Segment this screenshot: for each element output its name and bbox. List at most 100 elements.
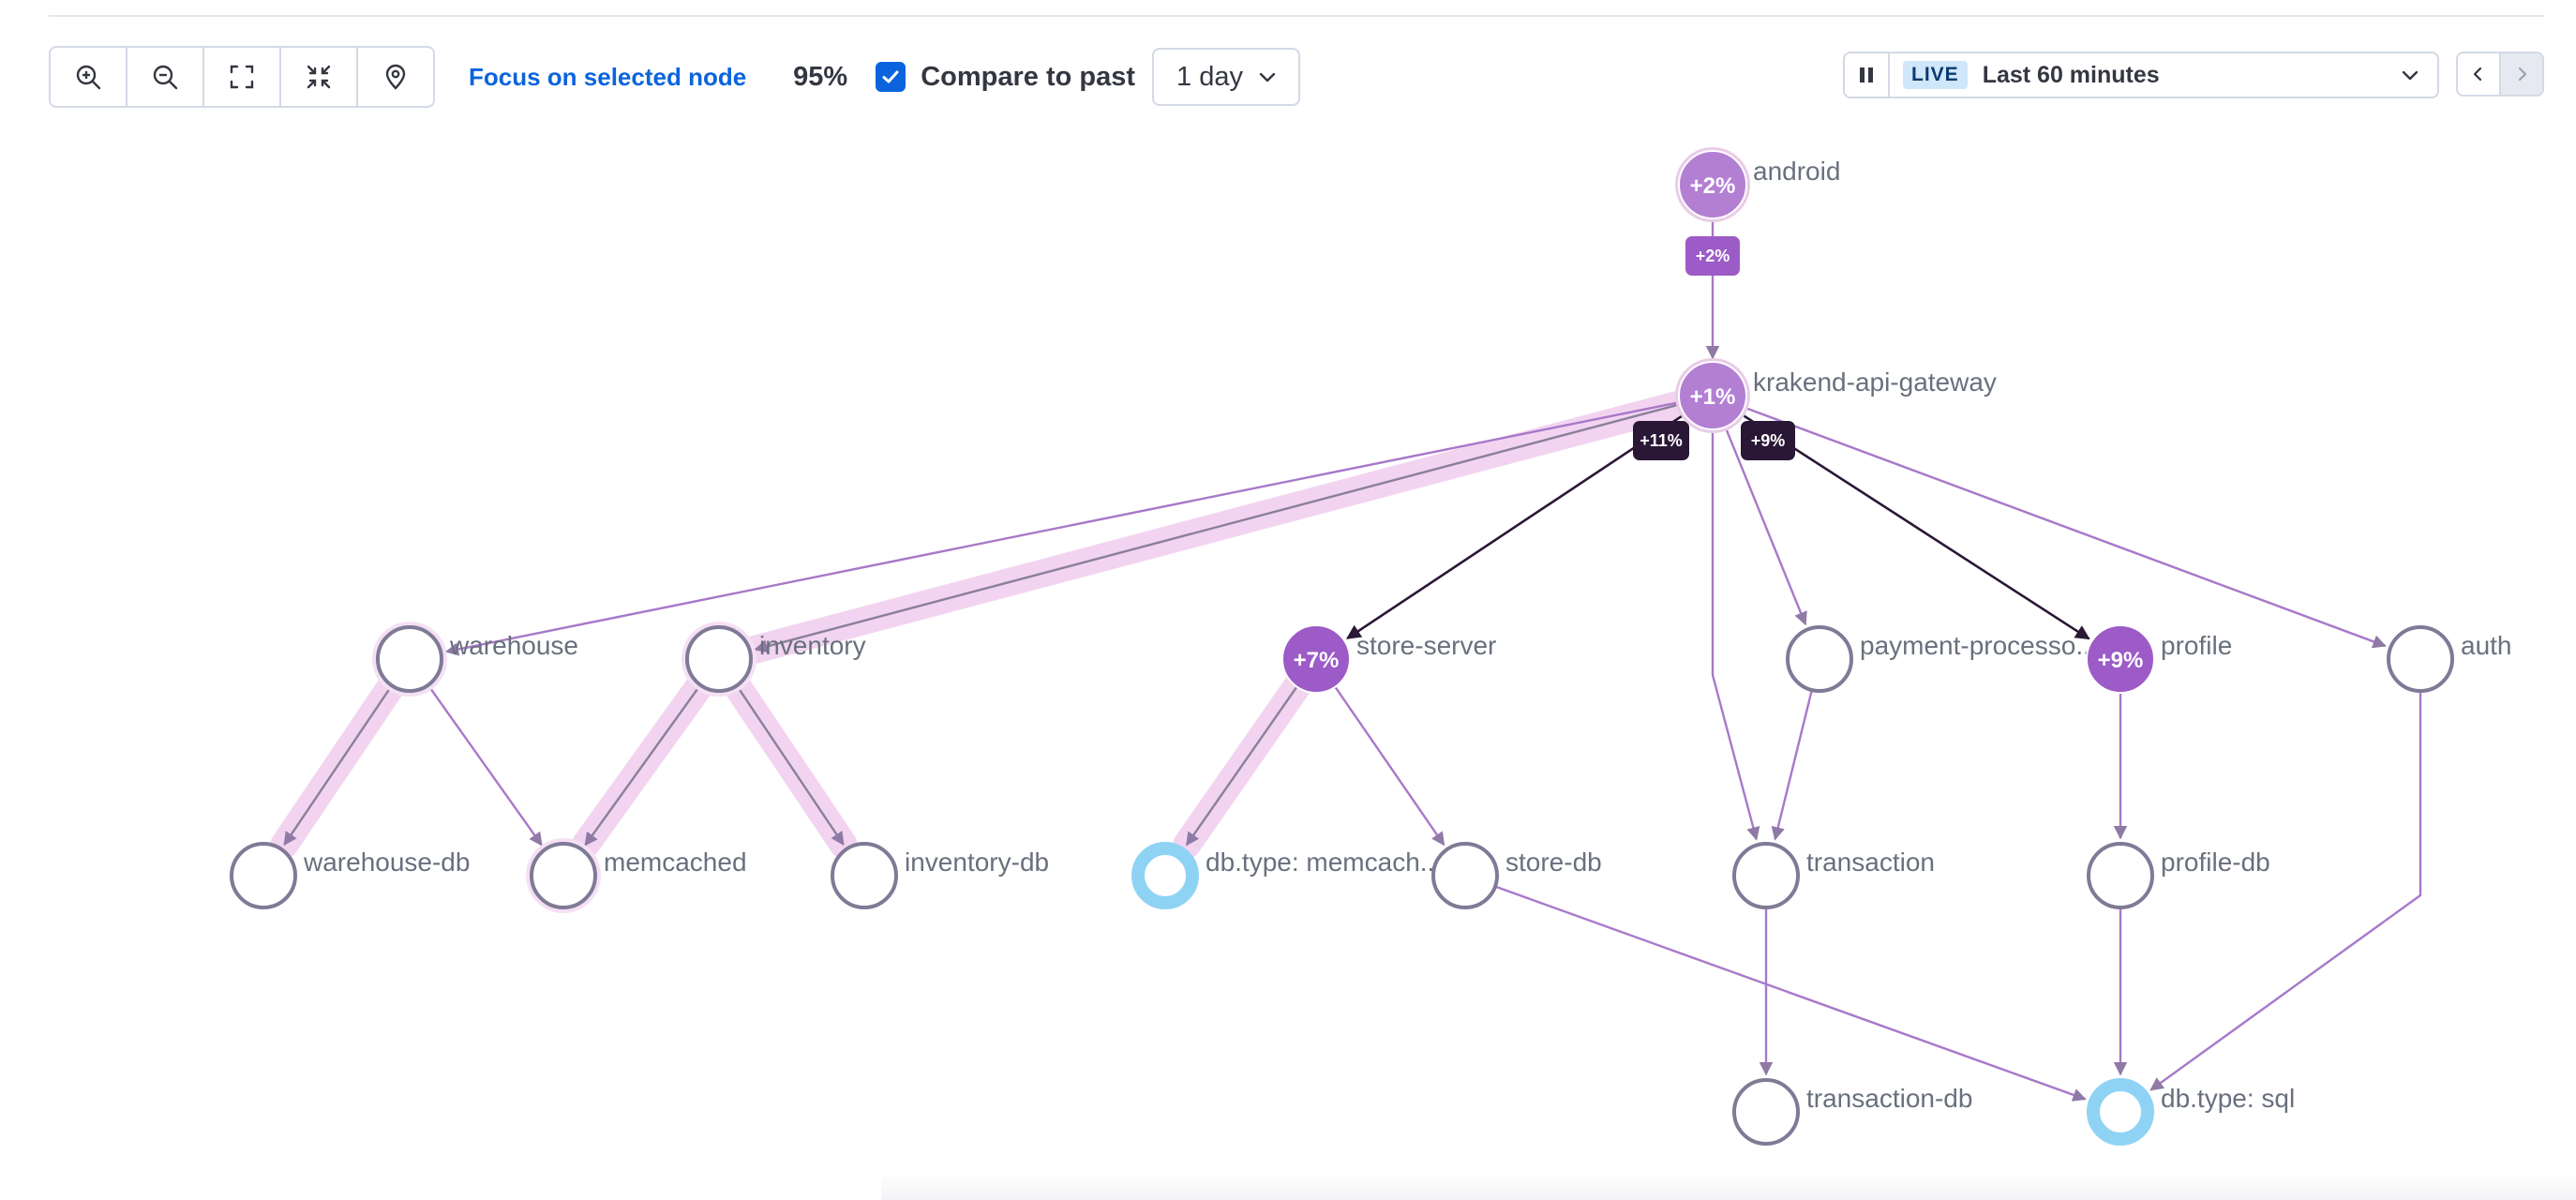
node-label: krakend-api-gateway: [1753, 368, 1997, 397]
edge-inventory-to-inventory-db[interactable]: [734, 682, 845, 846]
node-circle[interactable]: [1786, 625, 1853, 693]
focus-selected-node-link[interactable]: Focus on selected node: [469, 62, 747, 91]
edge-auth-to-db-sql[interactable]: [2149, 689, 2422, 1091]
edge-gateway-to-warehouse[interactable]: [444, 400, 1684, 656]
live-badge: LIVE: [1903, 61, 1968, 89]
node-auth[interactable]: auth: [2387, 625, 2512, 693]
node-label: store-server: [1356, 631, 1496, 660]
node-circle[interactable]: [685, 625, 753, 693]
node-change-badge: +7%: [1294, 648, 1340, 673]
edge-inventory-to-memcached[interactable]: [584, 682, 703, 847]
node-profile[interactable]: +9% profile: [2086, 624, 2232, 694]
fit-screen-icon: [230, 65, 254, 89]
node-transaction-db[interactable]: transaction-db: [1732, 1078, 1972, 1146]
check-icon: [882, 70, 899, 83]
edge-badge-label: +2%: [1696, 247, 1730, 265]
zoom-out-button[interactable]: [127, 48, 204, 106]
node-transaction[interactable]: transaction: [1732, 842, 1935, 909]
edge-badge: +9%: [1741, 421, 1795, 460]
node-payment[interactable]: payment-processo...: [1786, 625, 2098, 693]
zoom-out-icon: [153, 65, 178, 90]
node-inventory[interactable]: inventory: [681, 622, 866, 697]
locate-button[interactable]: [358, 48, 433, 106]
node-circle[interactable]: [1431, 842, 1499, 909]
node-warehouse-db[interactable]: warehouse-db: [230, 842, 470, 909]
node-label: profile: [2161, 631, 2232, 660]
node-label: android: [1753, 157, 1840, 186]
node-label: payment-processo...: [1860, 631, 2098, 660]
node-circle[interactable]: [1678, 150, 1747, 219]
center-button[interactable]: [281, 48, 358, 106]
node-circle[interactable]: [2087, 1078, 2154, 1146]
node-label: memcached: [604, 848, 747, 877]
next-range-button[interactable]: [2499, 53, 2542, 95]
edge-gateway-to-auth[interactable]: [1740, 405, 2387, 649]
edge-store-db-to-db-sql[interactable]: [1492, 884, 2087, 1102]
node-circle[interactable]: [1281, 624, 1351, 694]
node-circle[interactable]: [2087, 842, 2154, 909]
node-circle[interactable]: [376, 625, 443, 693]
edge-gateway-to-inventory[interactable]: [754, 402, 1685, 653]
pause-button[interactable]: [1845, 53, 1890, 97]
time-range-value: Last 60 minutes: [1982, 61, 2160, 88]
node-android[interactable]: +2% android: [1675, 147, 1840, 222]
node-db-memcached[interactable]: db.type: memcach...: [1131, 842, 1442, 909]
compare-period-select[interactable]: 1 day: [1152, 48, 1301, 106]
node-change-badge: +9%: [2098, 648, 2144, 673]
node-label: warehouse-db: [303, 848, 470, 877]
node-circle[interactable]: [1732, 1078, 1800, 1146]
node-warehouse[interactable]: warehouse: [372, 622, 578, 697]
edge-gateway-to-transaction[interactable]: [1711, 426, 1760, 841]
fit-to-screen-button[interactable]: [204, 48, 281, 106]
node-memcached[interactable]: memcached: [526, 838, 747, 913]
edge-gateway-to-payment[interactable]: [1722, 423, 1807, 626]
node-change-badge: +1%: [1690, 384, 1736, 410]
edge-store-server-to-db-memcached[interactable]: [1185, 682, 1300, 847]
edge-badge-label: +9%: [1751, 431, 1786, 450]
node-circle[interactable]: [530, 842, 597, 909]
edge-badges-layer: +2% +11% +9%: [1633, 236, 1795, 460]
node-label: transaction-db: [1806, 1084, 1972, 1113]
node-circle[interactable]: [2387, 625, 2454, 693]
node-circle[interactable]: [230, 842, 297, 909]
compare-checkbox[interactable]: [876, 62, 906, 92]
node-store-server[interactable]: +7% store-server: [1281, 624, 1496, 694]
node-profile-db[interactable]: profile-db: [2087, 842, 2270, 909]
node-circle[interactable]: [831, 842, 898, 909]
edge-warehouse-to-memcached[interactable]: [426, 682, 543, 847]
nodes-layer: +2% android +1% krakend-api-gateway warehous…: [230, 147, 2512, 1146]
node-circle[interactable]: [1131, 842, 1199, 909]
edge-badge-label: +11%: [1640, 431, 1683, 450]
node-label: profile-db: [2161, 848, 2270, 877]
edge-store-server-to-store-db[interactable]: [1332, 682, 1445, 847]
divider: [49, 15, 2544, 17]
time-pager: [2456, 52, 2544, 97]
node-circle[interactable]: [1732, 842, 1800, 909]
time-range-picker[interactable]: LIVE Last 60 minutes: [1843, 52, 2439, 98]
edge-payment-to-transaction[interactable]: [1771, 687, 1814, 841]
node-circle[interactable]: [2086, 624, 2155, 694]
node-inventory-db[interactable]: inventory-db: [831, 842, 1049, 909]
bottom-fade: [881, 1172, 2576, 1200]
edge-warehouse-to-warehouse-db[interactable]: [283, 682, 395, 847]
chevron-down-icon: [2402, 70, 2419, 81]
compare-toggle[interactable]: Compare to past: [876, 62, 1135, 93]
edges-layer: [283, 215, 2422, 1102]
edge-badge-background: [1633, 421, 1689, 460]
node-label: store-db: [1505, 848, 1602, 877]
node-db-sql[interactable]: db.type: sql: [2087, 1078, 2295, 1146]
edge-gateway-to-profile[interactable]: [1737, 411, 2090, 640]
chevron-left-icon: [2473, 67, 2482, 82]
map-toolbar: Focus on selected node 95% Compare to pa…: [49, 46, 1301, 108]
node-label: auth: [2461, 631, 2512, 660]
node-circle[interactable]: [1678, 361, 1747, 430]
node-gateway[interactable]: +1% krakend-api-gateway: [1675, 358, 1997, 433]
node-change-badge: +2%: [1690, 173, 1736, 199]
zoom-level: 95%: [793, 61, 848, 92]
node-label: transaction: [1806, 848, 1935, 877]
zoom-in-button[interactable]: [51, 48, 127, 106]
previous-range-button[interactable]: [2458, 53, 2499, 95]
edge-gateway-to-store-server[interactable]: [1346, 411, 1689, 639]
node-store-db[interactable]: store-db: [1431, 842, 1602, 909]
